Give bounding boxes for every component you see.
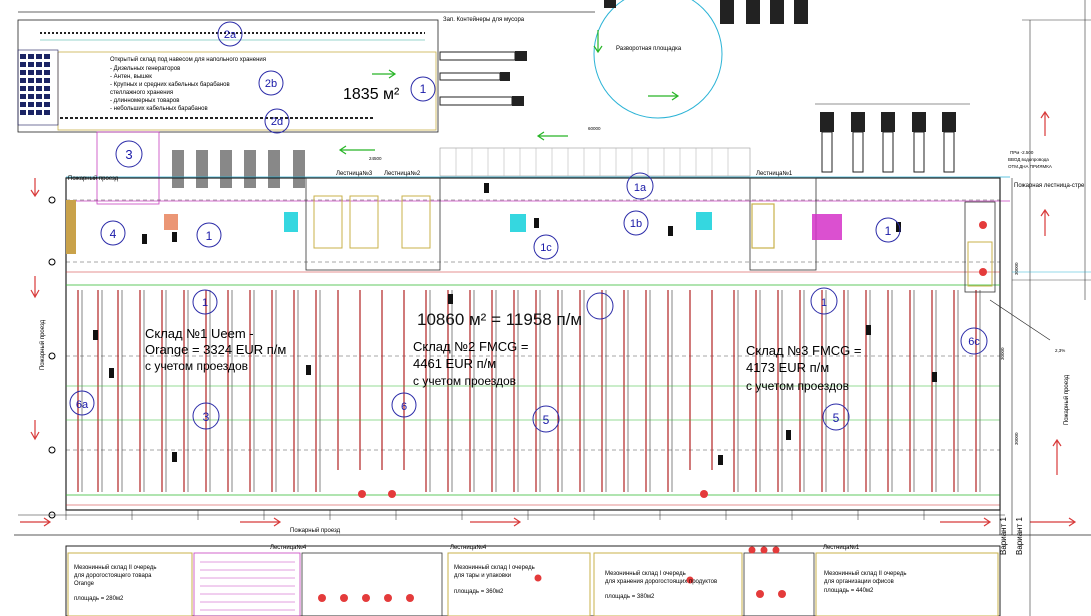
variant-label-2: Вариант 1	[1015, 517, 1024, 555]
mezz-room-4-title: Мезонинный склад II очередь	[824, 570, 906, 577]
fire-passage-left: Пожарный проезд	[39, 319, 46, 370]
mezz-room-2-title: Мезонинный склад I очередь	[454, 564, 535, 571]
stair-3-label: Лестница№3	[336, 170, 373, 177]
storage-item: - длинномерных товаров	[110, 98, 179, 104]
storage-item: стеллажного хранения	[110, 90, 173, 96]
containers-label: Зап. Контейнеры для мусора	[443, 16, 525, 23]
storage-item: - Дизельных генераторов	[110, 66, 180, 72]
mezz-room-4-desc: для организации офисов	[824, 579, 894, 585]
mezz-stair-a: Лестница№4	[270, 544, 307, 551]
note-slope: 2,3%	[1055, 348, 1065, 353]
turning-area-label: Разворотная площадка	[616, 46, 682, 52]
marker-6: 6	[401, 401, 407, 413]
zone-1-line1: Склад №1 Ueem -	[145, 326, 254, 341]
rack-rows	[77, 290, 981, 492]
note-pit: ОТМ.ДНА ПРИЯМКА	[1008, 164, 1052, 169]
mezz-room-3-title: Мезонинный склад I очередь	[605, 570, 686, 577]
zone-3-line2: 4173 EUR п/м	[746, 360, 829, 375]
zone-3-line3: с учетом проездов	[746, 379, 849, 393]
marker-3: 3	[125, 147, 132, 162]
marker-1-left: 1	[206, 229, 213, 243]
outdoor-storage-title: Открытый склад под навесом для напольног…	[110, 56, 266, 63]
mezz-stair-b: Лестница№4	[450, 544, 487, 551]
mezz-stair-c: Лестница№1	[823, 544, 860, 551]
variant-label-1: Вариант 1	[999, 517, 1008, 555]
mezz-room-1-desc: для дорогостоящего товара	[74, 573, 152, 579]
zone-1-line3: с учетом проездов	[145, 359, 248, 373]
turning-area-circle	[593, 0, 723, 119]
dim-top: 60000	[588, 126, 601, 131]
fire-passage-bottom: Пожарный проезд	[290, 527, 341, 534]
mezz-room-3-desc: для хранения дорогостоящих продуктов	[605, 579, 717, 585]
stair-1-label: Лестница№1	[756, 170, 793, 177]
mezz-room-1-owner: Orange	[74, 581, 95, 587]
loading-trucks	[820, 112, 956, 173]
marker-5-a: 5	[543, 413, 550, 427]
marker-1c: 1c	[540, 242, 552, 254]
zone-2-line1: Склад №2 FMCG =	[413, 339, 529, 354]
mezz-room-1-title: Мезонинный склад II очередь	[74, 564, 156, 571]
zone-1-line2: Orange = 3324 EUR п/м	[145, 342, 286, 357]
storage-item: - Антен, вышек	[110, 74, 152, 80]
marker-2d: 2d	[271, 116, 283, 128]
outdoor-area: 1835 м²	[343, 86, 400, 103]
marker-2b: 2b	[265, 78, 277, 90]
marker-1-outdoor: 1	[420, 82, 427, 96]
mezz-room-3-area: площадь = 380м2	[605, 594, 655, 600]
zone-2-line3: с учетом проездов	[413, 374, 516, 388]
dim-right-2: 30000	[1000, 347, 1005, 360]
marker-4: 4	[110, 227, 117, 241]
marker-1a: 1a	[634, 182, 647, 194]
zone-2-line2: 4461 EUR п/м	[413, 356, 496, 371]
marker-1-right: 1	[885, 224, 892, 238]
mezz-room-4-area: площадь = 440м2	[824, 588, 874, 594]
marker-2a: 2a	[224, 29, 237, 41]
fire-passage-right: Пожарный проезд	[1063, 374, 1070, 425]
marker-5-b: 5	[833, 411, 840, 425]
zone-markers	[69, 21, 988, 433]
marker-3-zone: 3	[203, 410, 210, 424]
stair-2-label: Лестница№2	[384, 170, 421, 177]
storage-item: - Крупных и средних кабельных барабанов	[110, 82, 230, 88]
mezz-room-2-area: площадь = 360м2	[454, 589, 504, 595]
parking-area	[17, 49, 59, 126]
mezzanine-outline	[65, 545, 1001, 616]
zone-3-line1: Склад №3 FMCG =	[746, 343, 862, 358]
note-water-inlet: ВВОД водопровода	[1008, 157, 1049, 162]
fire-stair-label: Пожарная лестница-стре	[1014, 183, 1085, 189]
marker-6c: 6c	[968, 336, 980, 348]
marker-6a: 6a	[76, 399, 89, 411]
dim-right-1: 30000	[1014, 262, 1019, 275]
marker-1b: 1b	[630, 218, 642, 230]
mezz-room-1-area: площадь = 280м2	[74, 596, 124, 602]
fire-passage-top: Пожарный проезд	[68, 175, 119, 182]
total-area-label: 10860 м² = 11958 п/м	[417, 310, 582, 329]
note-prm: ПРм -2.500	[1010, 150, 1034, 155]
marker-1-rack-a: 1	[202, 297, 208, 309]
storage-item: - небольших кабельных барабанов	[110, 106, 208, 112]
dim-right-3: 30000	[1014, 432, 1019, 445]
dim-dock: 24500	[369, 156, 382, 161]
mezz-room-2-desc: для тары и упаковки	[454, 573, 511, 579]
marker-1-rack-b: 1	[821, 297, 827, 309]
